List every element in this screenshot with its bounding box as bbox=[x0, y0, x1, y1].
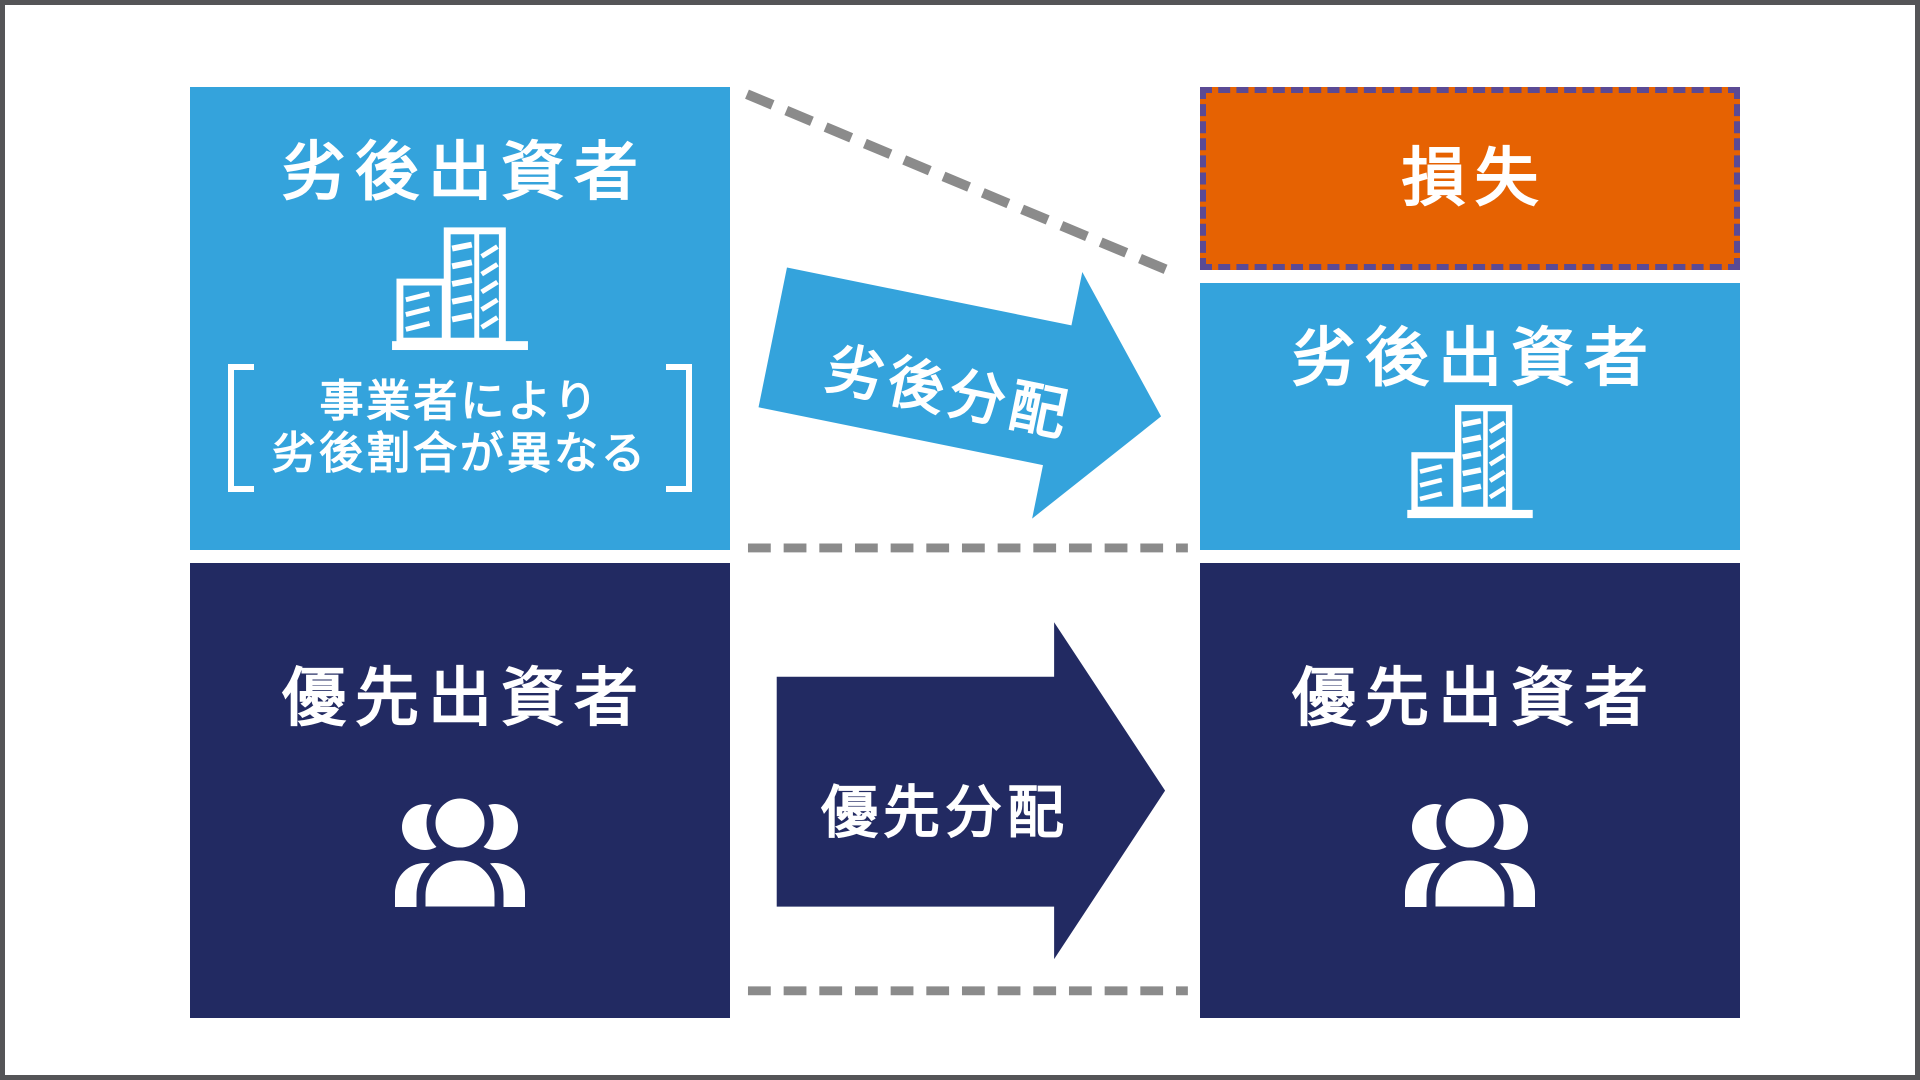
note-line-1: 事業者により bbox=[319, 377, 601, 427]
building-icon bbox=[385, 221, 535, 356]
priority-investor-box-left: 優先出資者 bbox=[190, 563, 730, 1018]
subordinated-investor-title: 劣後出資者 bbox=[1292, 322, 1657, 394]
priority-investor-title: 優先出資者 bbox=[282, 662, 647, 734]
subordinated-investor-title: 劣後出資者 bbox=[282, 136, 647, 208]
priority-distribution-arrow bbox=[776, 622, 1166, 960]
diagonal-dashed-divider bbox=[745, 89, 1180, 280]
priority-investor-title: 優先出資者 bbox=[1292, 662, 1657, 734]
subordinated-investor-box-right: 劣後出資者 bbox=[1200, 283, 1740, 550]
bracket-left bbox=[228, 364, 254, 493]
priority-distribution-label: 優先分配 bbox=[821, 781, 1069, 845]
loss-title: 損失 bbox=[1401, 142, 1548, 215]
people-icon bbox=[1395, 785, 1545, 922]
subordinated-investor-box-left: 劣後出資者 bbox=[190, 87, 730, 550]
loss-box: 損失 bbox=[1200, 87, 1740, 270]
subordinated-distribution-arrow bbox=[758, 267, 1162, 519]
building-icon bbox=[1401, 399, 1539, 524]
connector-layer bbox=[745, 89, 1188, 996]
people-icon bbox=[385, 785, 535, 922]
priority-investor-box-right: 優先出資者 bbox=[1200, 563, 1740, 1018]
note-line-2: 劣後割合が異なる bbox=[272, 429, 648, 479]
bracket-right bbox=[666, 364, 692, 493]
subordination-note: 事業者により 劣後割合が異なる bbox=[228, 364, 692, 493]
